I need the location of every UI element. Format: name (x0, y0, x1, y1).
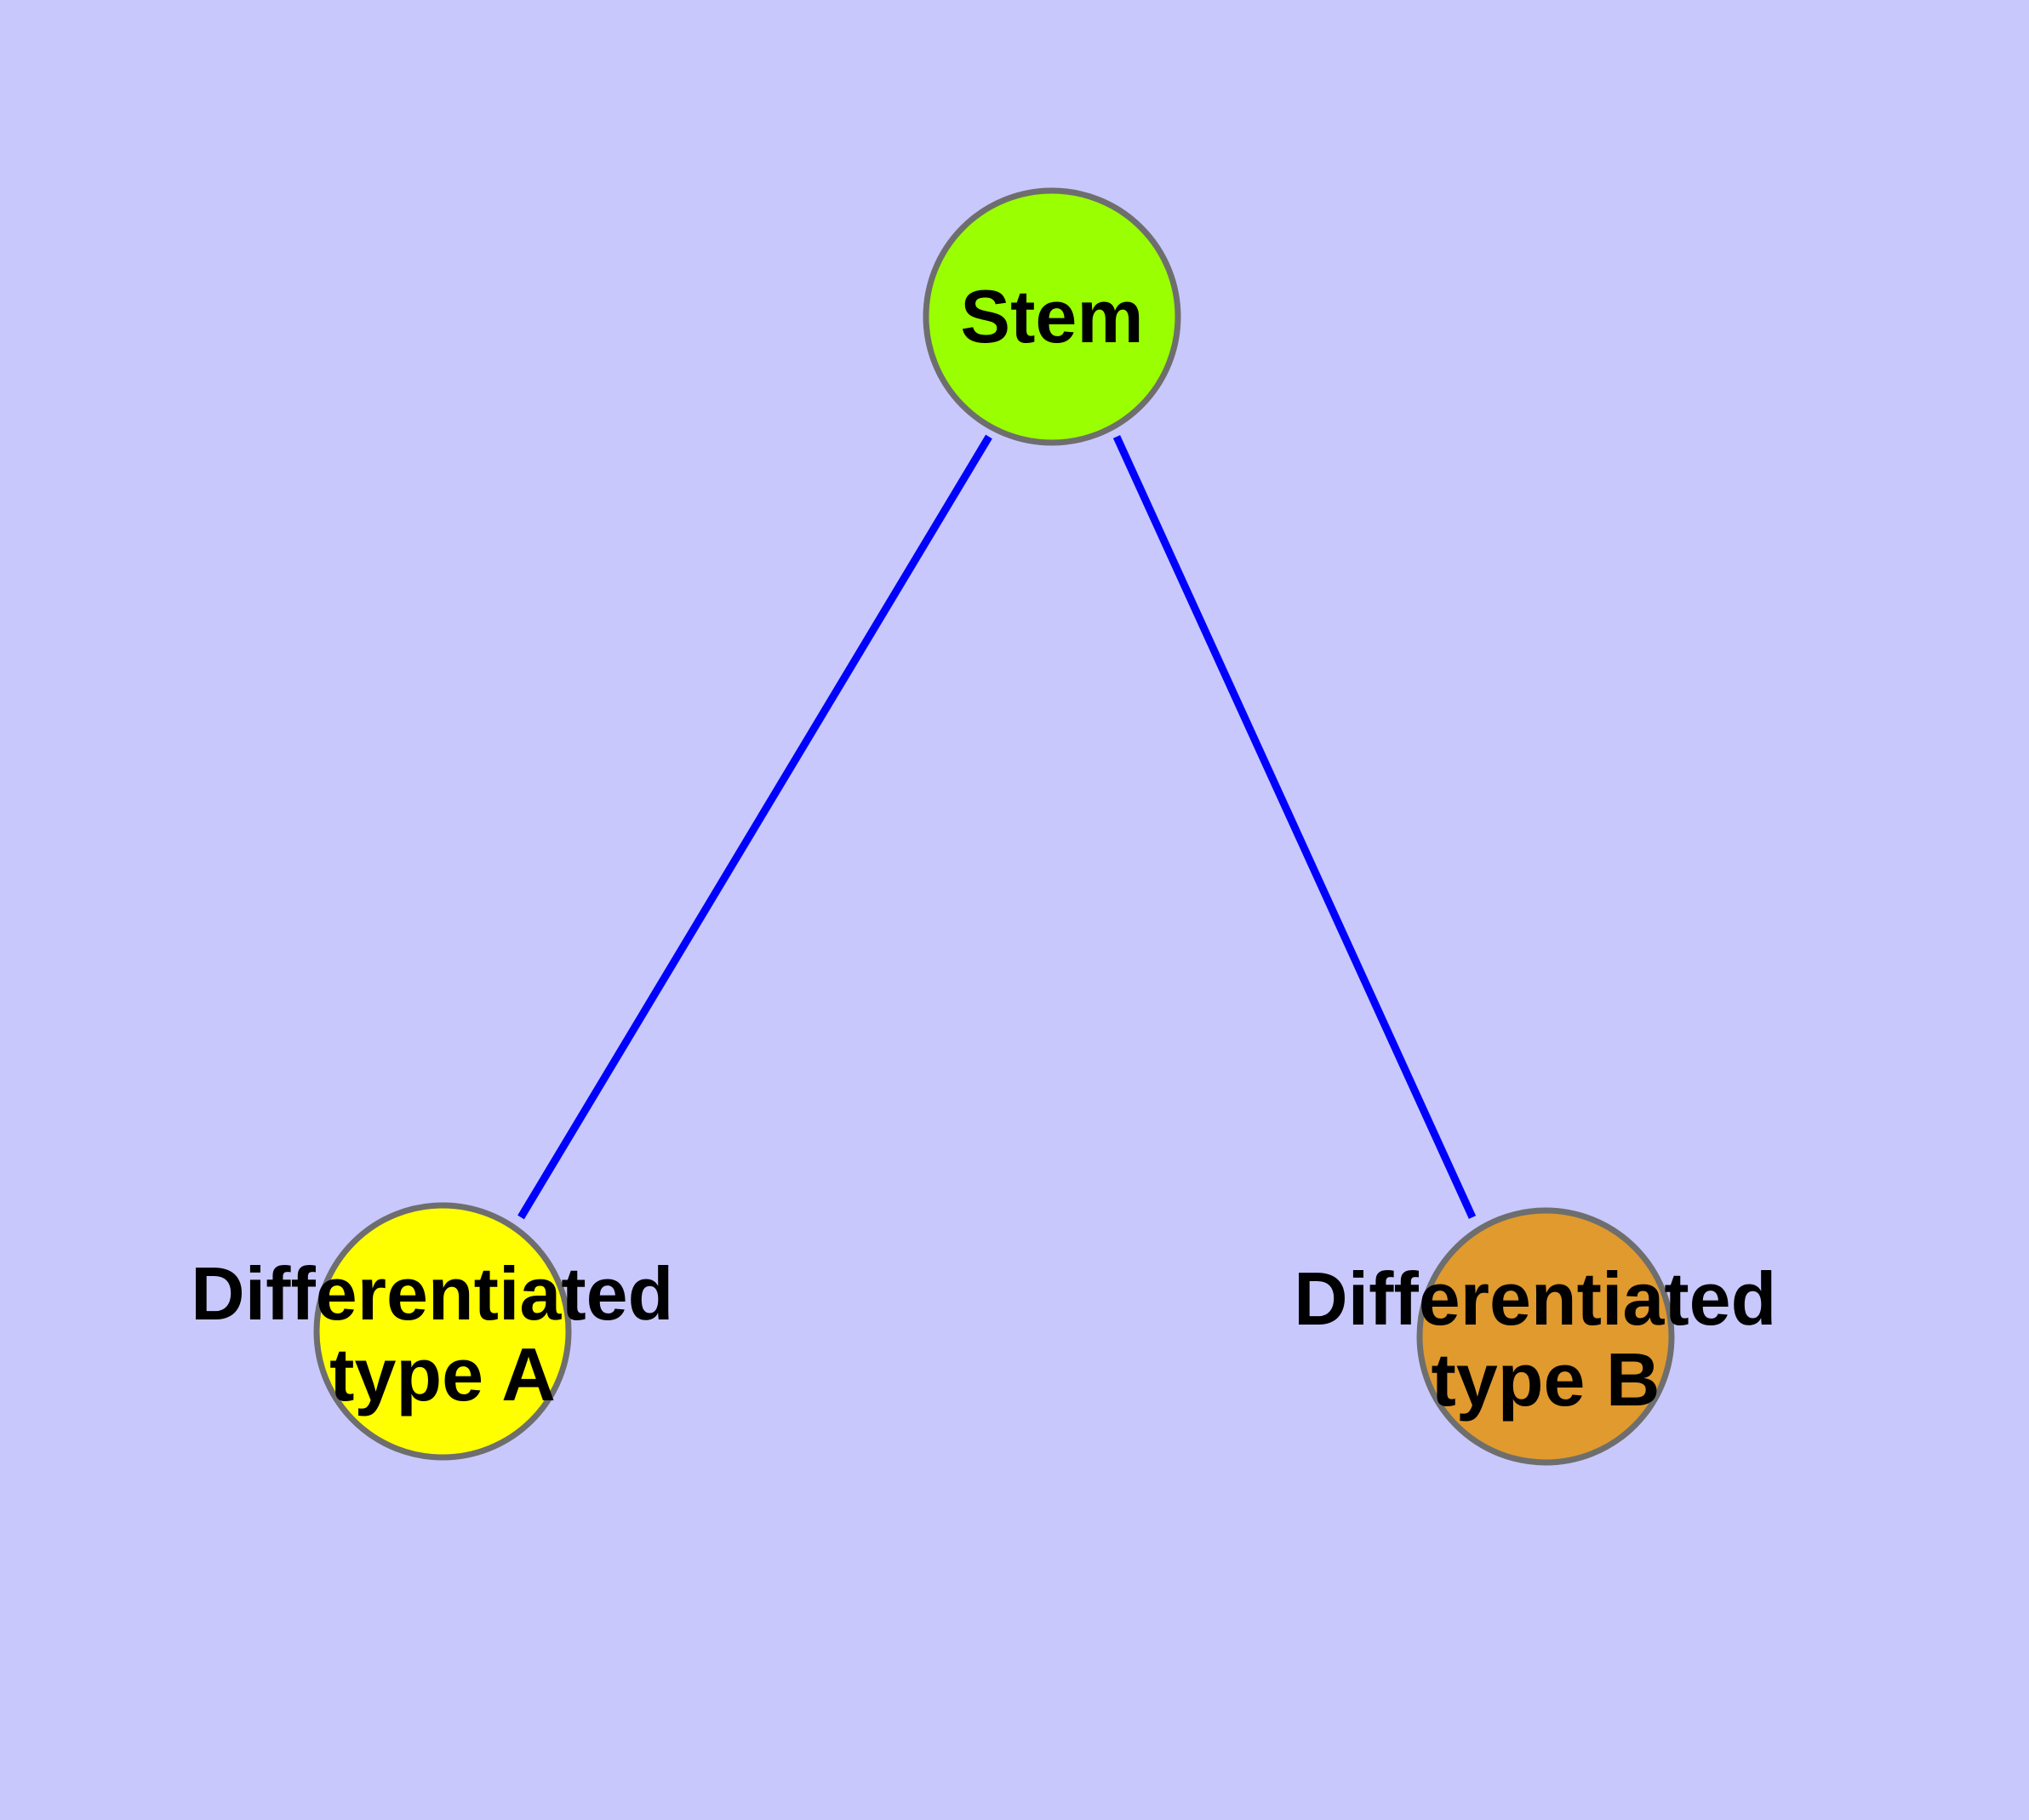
node-differentiated-type-a-label-line-2: type A (329, 1332, 556, 1417)
edge-layer (517, 434, 1477, 1220)
edge-stem-to-differentiated-type-a[interactable] (517, 434, 992, 1220)
node-stem-label: Stem (960, 274, 1143, 358)
node-differentiated-type-b-circle[interactable] (1416, 1207, 1675, 1466)
node-differentiated-type-b-label: Differentiated type B (1294, 1256, 1798, 1422)
node-differentiated-type-a[interactable]: Differentiated type A (191, 1202, 694, 1461)
edge-stem-to-differentiated-type-b[interactable] (1112, 435, 1477, 1219)
node-differentiated-type-a-label: Differentiated type A (191, 1251, 694, 1417)
node-differentiated-type-b-label-line-1: Differentiated (1294, 1256, 1776, 1341)
node-stem-label-line-1: Stem (960, 274, 1143, 358)
node-differentiated-type-a-label-line-1: Differentiated (191, 1251, 673, 1336)
node-differentiated-type-b[interactable]: Differentiated type B (1294, 1207, 1798, 1466)
node-differentiated-type-b-label-line-2: type B (1432, 1337, 1660, 1422)
node-stem[interactable]: Stem (923, 187, 1181, 446)
node-differentiated-type-a-circle[interactable] (313, 1202, 572, 1461)
node-stem-circle[interactable] (923, 187, 1181, 446)
